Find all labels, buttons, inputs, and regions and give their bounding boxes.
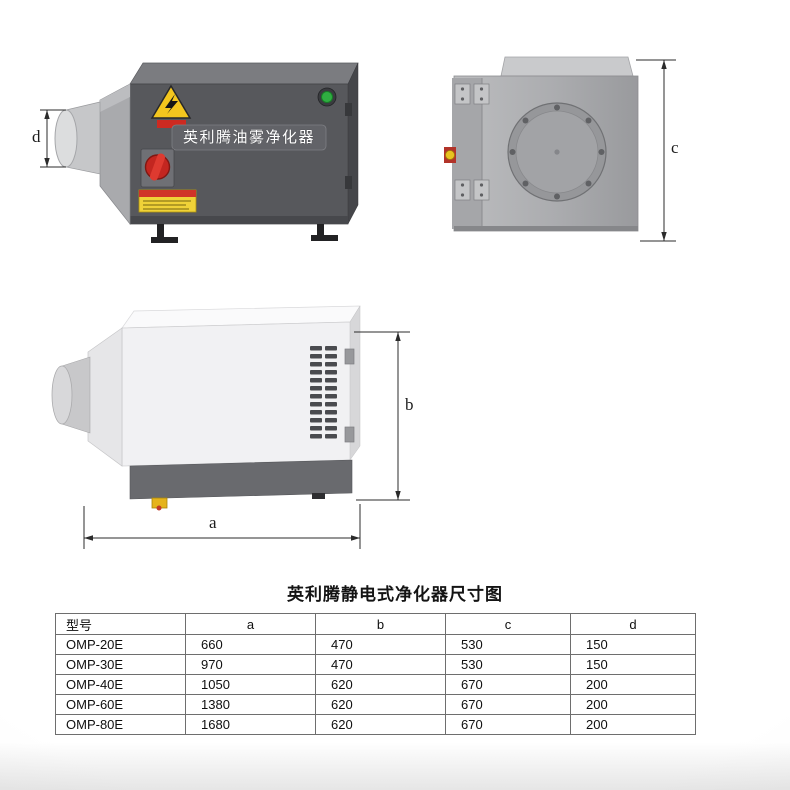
- drain-valve: [151, 497, 168, 511]
- header-dim-d: d: [570, 613, 696, 635]
- power-indicator-button: [317, 87, 337, 107]
- side-hinge: [344, 348, 355, 365]
- value-cell: 620: [315, 674, 446, 695]
- value-cell: 530: [445, 654, 571, 675]
- value-cell: 670: [445, 674, 571, 695]
- table-row: OMP-80E 1680 620 670 200: [55, 714, 696, 735]
- value-cell: 200: [570, 694, 696, 715]
- dimension-label-c: c: [671, 138, 679, 157]
- side-switch: [444, 147, 456, 163]
- side-inlet-hood: [87, 327, 123, 467]
- mounting-foot: [311, 224, 338, 241]
- model-cell: OMP-60E: [55, 694, 186, 715]
- value-cell: 660: [185, 634, 316, 655]
- model-cell: OMP-20E: [55, 634, 186, 655]
- model-cell: OMP-30E: [55, 654, 186, 675]
- photo-vignette: [0, 742, 790, 790]
- value-cell: 200: [570, 674, 696, 695]
- device-rear-view: [444, 56, 639, 232]
- device-front-view: [54, 62, 359, 243]
- device-side-view: [51, 305, 361, 511]
- right-face: [347, 62, 359, 225]
- table-header-row: 型号 a b c d: [55, 613, 696, 635]
- rear-bottom-edge: [454, 226, 638, 231]
- top-cover: [500, 56, 634, 77]
- device-nameplate-label: 英利腾油雾净化器: [182, 129, 315, 146]
- inlet-hood-top: [100, 84, 130, 112]
- ventilation-louvers: [310, 346, 337, 439]
- technical-drawing: [40, 56, 676, 549]
- mounting-foot: [151, 224, 178, 243]
- door-hinge: [345, 176, 352, 189]
- dimension-a-lines: [83, 504, 361, 549]
- value-cell: 150: [570, 654, 696, 675]
- dimension-table: 型号 a b c d OMP-20E 660 470 530 150 OMP-3…: [55, 613, 696, 735]
- hinge-screws: [460, 87, 484, 197]
- header-dim-c: c: [445, 613, 571, 635]
- value-cell: 530: [445, 634, 571, 655]
- value-cell: 670: [445, 694, 571, 715]
- base-unit: [129, 459, 353, 500]
- bottom-strip: [130, 216, 348, 224]
- header-dim-b: b: [315, 613, 446, 635]
- high-voltage-warning-icon: [150, 84, 192, 128]
- header-dim-a: a: [185, 613, 316, 635]
- table-row: OMP-20E 660 470 530 150: [55, 634, 696, 655]
- top-face: [129, 62, 359, 85]
- table-row: OMP-40E 1050 620 670 200: [55, 674, 696, 695]
- inlet-duct-opening: [54, 109, 78, 168]
- value-cell: 620: [315, 714, 446, 735]
- dimension-c-lines: [636, 59, 676, 242]
- dimension-b-lines: [354, 331, 410, 501]
- value-cell: 670: [445, 714, 571, 735]
- fan-flange: [507, 102, 607, 202]
- side-duct-opening: [51, 365, 73, 425]
- header-model: 型号: [55, 613, 186, 635]
- dimension-label-d: d: [32, 127, 41, 146]
- value-cell: 1680: [185, 714, 316, 735]
- door-hinge: [345, 103, 352, 116]
- table-row: OMP-30E 970 470 530 150: [55, 654, 696, 675]
- side-hinge: [344, 426, 355, 443]
- value-cell: 150: [570, 634, 696, 655]
- dimension-label-b: b: [405, 395, 414, 414]
- value-cell: 970: [185, 654, 316, 675]
- value-cell: 620: [315, 694, 446, 715]
- caution-label: [138, 189, 197, 213]
- base-foot: [312, 493, 325, 499]
- flange-bolts: [509, 104, 605, 200]
- table-row: OMP-60E 1380 620 670 200: [55, 694, 696, 715]
- emergency-stop-switch: [140, 148, 175, 188]
- dimension-d-lines: [40, 109, 66, 168]
- model-cell: OMP-80E: [55, 714, 186, 735]
- sheet-title: 英利腾静电式净化器尺寸图: [287, 585, 503, 604]
- model-cell: OMP-40E: [55, 674, 186, 695]
- value-cell: 470: [315, 654, 446, 675]
- value-cell: 1380: [185, 694, 316, 715]
- hinge-plates: [454, 83, 490, 201]
- dimension-label-a: a: [209, 513, 217, 532]
- nameplate: [171, 124, 327, 151]
- value-cell: 200: [570, 714, 696, 735]
- value-cell: 1050: [185, 674, 316, 695]
- value-cell: 470: [315, 634, 446, 655]
